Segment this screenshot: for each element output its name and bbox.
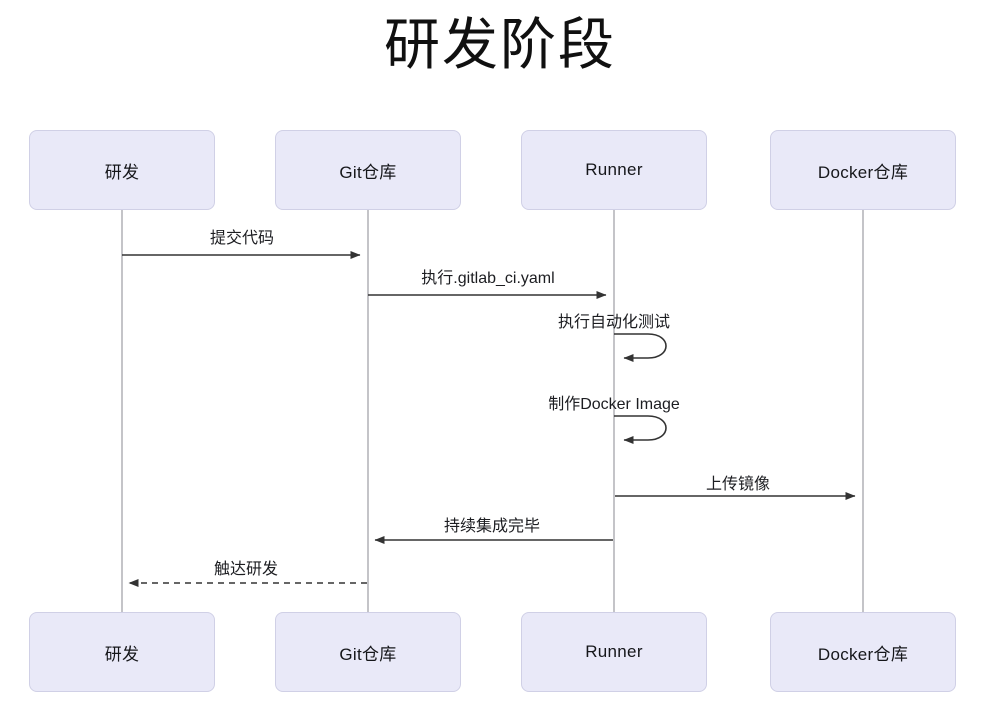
actor-label: Docker仓库 xyxy=(817,162,909,182)
actor-box-top-runner[interactable]: Runner xyxy=(521,130,707,210)
message-label-2: 执行.gitlab_ci.yaml xyxy=(421,270,555,287)
actor-box-bottom-dev[interactable]: 研发 xyxy=(29,612,215,692)
actor-label: 研发 xyxy=(104,644,140,664)
actor-box-top-git[interactable]: Git仓库 xyxy=(275,130,461,210)
message-label-7: 触达研发 xyxy=(213,561,278,578)
lifeline-git xyxy=(367,210,369,612)
message-label-1: 提交代码 xyxy=(209,230,274,247)
lifeline-docker xyxy=(862,210,864,612)
message-label-3: 执行自动化测试 xyxy=(557,314,670,331)
actor-label: Git仓库 xyxy=(339,644,397,664)
message-label-5: 上传镜像 xyxy=(705,476,770,493)
actor-label: Docker仓库 xyxy=(817,644,909,664)
lifeline-dev xyxy=(121,210,123,612)
arrow-message-4-self-loop xyxy=(614,415,667,444)
actor-label: Git仓库 xyxy=(339,162,397,182)
actor-label: 研发 xyxy=(104,162,140,182)
message-label-6: 持续集成完毕 xyxy=(443,518,540,535)
actor-label: Runner xyxy=(585,642,643,661)
page-title: 研发阶段 xyxy=(384,15,616,77)
message-label-4: 制作Docker Image xyxy=(548,396,680,413)
actor-label: Runner xyxy=(585,160,643,179)
actor-box-bottom-runner[interactable]: Runner xyxy=(521,612,707,692)
actor-box-top-docker[interactable]: Docker仓库 xyxy=(770,130,956,210)
actor-box-bottom-git[interactable]: Git仓库 xyxy=(275,612,461,692)
actor-box-bottom-docker[interactable]: Docker仓库 xyxy=(770,612,956,692)
lifeline-runner xyxy=(613,210,615,612)
arrow-message-3-self-loop xyxy=(614,333,667,362)
actor-box-top-dev[interactable]: 研发 xyxy=(29,130,215,210)
